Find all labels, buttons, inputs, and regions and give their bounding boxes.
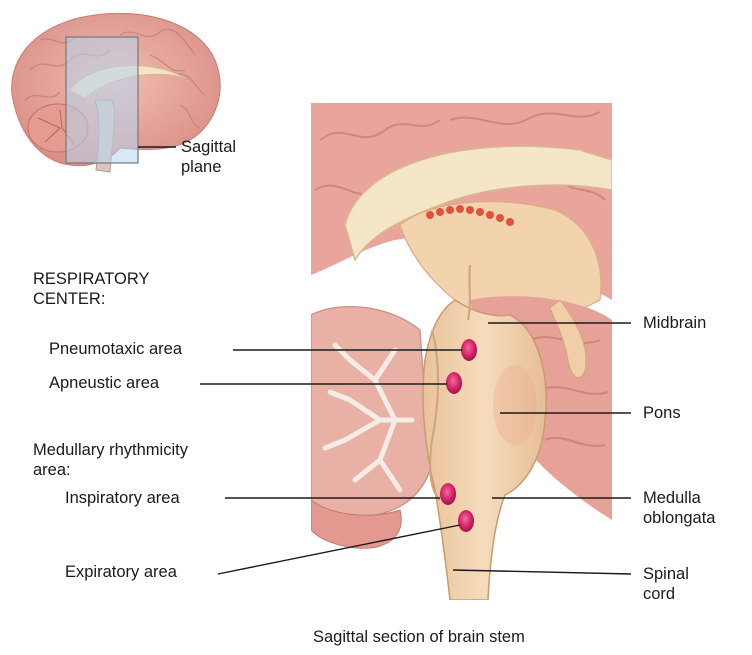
respiratory-center-heading: RESPIRATORY CENTER: [33, 269, 149, 309]
apneustic-area-label: Apneustic area [49, 373, 159, 393]
pneumotaxic-area-label: Pneumotaxic area [49, 339, 182, 359]
figure-caption: Sagittal section of brain stem [313, 627, 525, 647]
inspiratory-area-label: Inspiratory area [65, 488, 180, 508]
medullary-rhythmicity-line2: area: [33, 460, 188, 480]
medulla-oblongata-label: Medulla oblongata [643, 488, 716, 528]
apneustic-area-marker [446, 372, 462, 394]
expiratory-area-marker [458, 510, 474, 532]
medullary-rhythmicity-label: Medullary rhythmicity area: [33, 440, 188, 480]
inspiratory-area-marker [440, 483, 456, 505]
pons-label: Pons [643, 403, 681, 423]
sagittal-plane-label: Sagittal plane [181, 137, 236, 177]
expiratory-area-label: Expiratory area [65, 562, 177, 582]
sagittal-plane-label-line1: Sagittal [181, 137, 236, 157]
spinal-cord-label: Spinal cord [643, 564, 689, 604]
midbrain-label: Midbrain [643, 313, 706, 333]
medullary-rhythmicity-line1: Medullary rhythmicity [33, 440, 188, 460]
medulla-line2: oblongata [643, 508, 716, 528]
respiratory-center-heading-line2: CENTER: [33, 289, 149, 309]
pneumotaxic-area-marker [461, 339, 477, 361]
spinal-cord-line2: cord [643, 584, 689, 604]
respiratory-center-heading-line1: RESPIRATORY [33, 269, 149, 289]
sagittal-plane-box [66, 37, 138, 163]
sagittal-plane-label-line2: plane [181, 157, 236, 177]
medulla-line1: Medulla [643, 488, 716, 508]
spinal-cord-line1: Spinal [643, 564, 689, 584]
